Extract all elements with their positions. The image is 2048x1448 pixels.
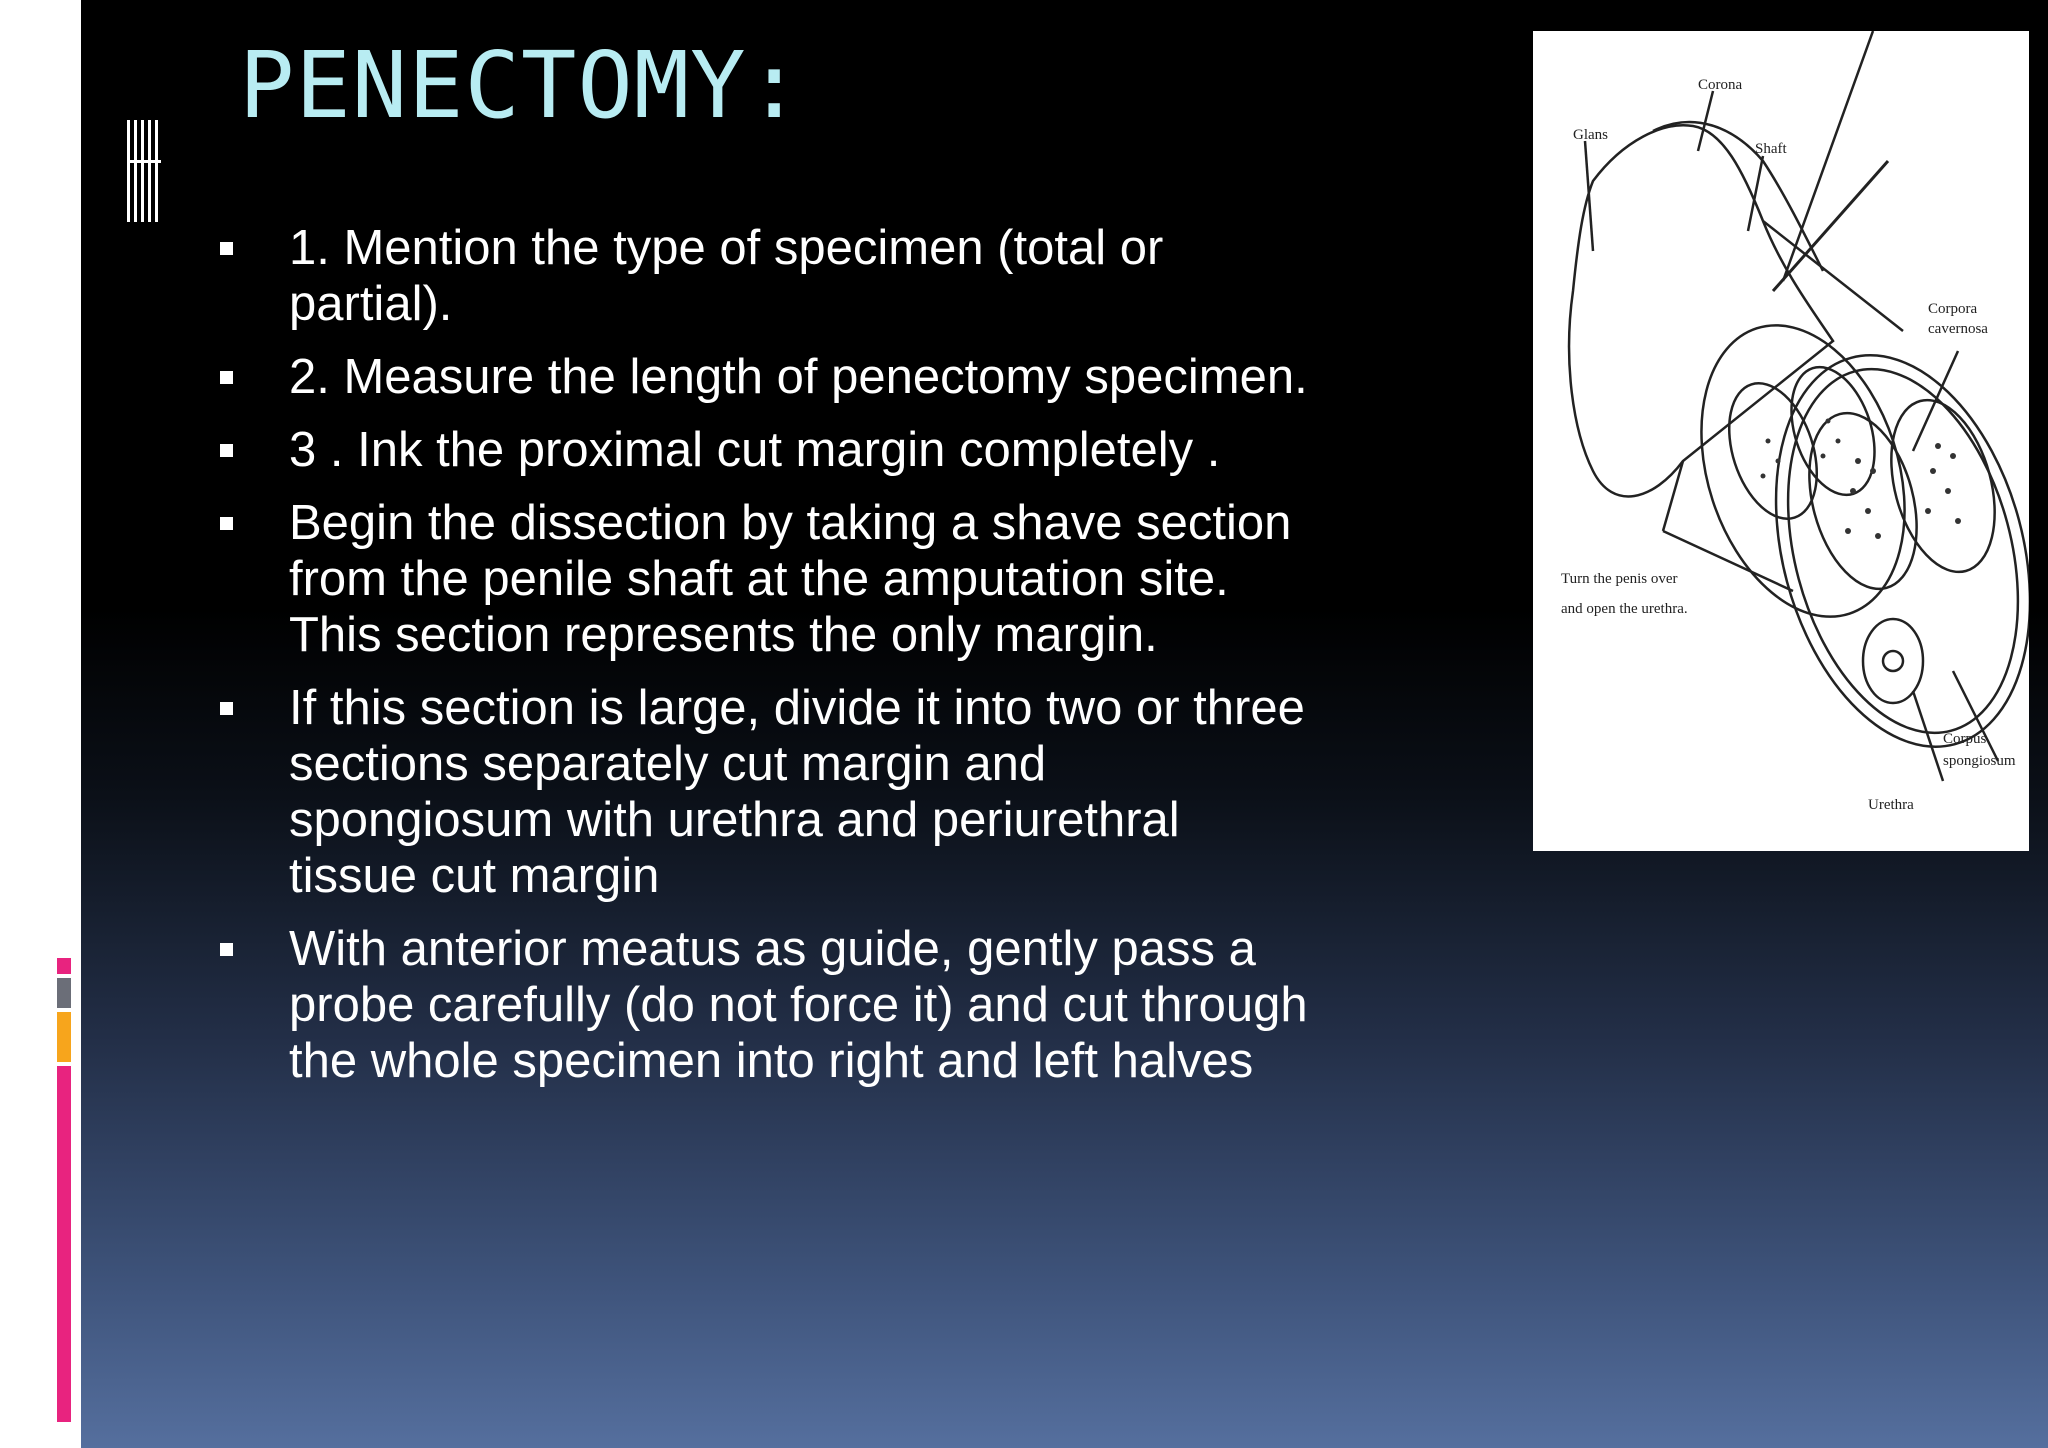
label-corona: Corona: [1698, 77, 1743, 93]
label-instruction-2: and open the urethra.: [1561, 601, 1688, 617]
label-cavernosa: cavernosa: [1928, 321, 1988, 337]
bullet-item: 2. Measure the length of penectomy speci…: [217, 349, 1317, 405]
bullet-text: 2. Measure the length of penectomy speci…: [289, 350, 1308, 404]
decorative-blinds: [127, 120, 161, 222]
accent-bar-orange: [57, 1012, 71, 1062]
bullet-text: 3 . Ink the proximal cut margin complete…: [289, 423, 1221, 477]
slide: PENECTOMY: 1. Mention the type of specim…: [81, 0, 2048, 1448]
anatomy-illustration: Glans Corona Shaft Corpora cavernosa Tur…: [1533, 30, 2032, 851]
slide-title: PENECTOMY:: [239, 32, 803, 139]
bullet-square-icon: [220, 242, 233, 255]
bullet-item: 3 . Ink the proximal cut margin complete…: [217, 422, 1317, 478]
bullet-item: With anterior meatus as guide, gently pa…: [217, 921, 1317, 1089]
bullet-square-icon: [220, 371, 233, 384]
bullet-square-icon: [220, 517, 233, 530]
label-shaft: Shaft: [1755, 141, 1787, 157]
bullet-list: 1. Mention the type of specimen (total o…: [217, 220, 1317, 1106]
accent-bar-pink-bottom: [57, 1066, 71, 1422]
label-instruction-1: Turn the penis over: [1561, 571, 1678, 587]
bullet-item: Begin the dissection by taking a shave s…: [217, 495, 1317, 663]
accent-bar-gray: [57, 978, 71, 1008]
bullet-text: Begin the dissection by taking a shave s…: [289, 496, 1292, 662]
bullet-square-icon: [220, 943, 233, 956]
bullet-square-icon: [220, 444, 233, 457]
bullet-text: 1. Mention the type of specimen (total o…: [289, 221, 1164, 331]
bullet-item: If this section is large, divide it into…: [217, 680, 1317, 904]
label-urethra: Urethra: [1868, 797, 1914, 813]
bullet-text: If this section is large, divide it into…: [289, 681, 1305, 903]
bullet-item: 1. Mention the type of specimen (total o…: [217, 220, 1317, 332]
label-corpora: Corpora: [1928, 301, 1977, 317]
accent-bar-pink-top: [57, 958, 71, 974]
bullet-square-icon: [220, 702, 233, 715]
label-spongiosum: spongiosum: [1943, 753, 2016, 769]
label-corpus: Corpus: [1943, 731, 1987, 747]
bullet-text: With anterior meatus as guide, gently pa…: [289, 922, 1308, 1088]
label-glans: Glans: [1573, 127, 1608, 143]
